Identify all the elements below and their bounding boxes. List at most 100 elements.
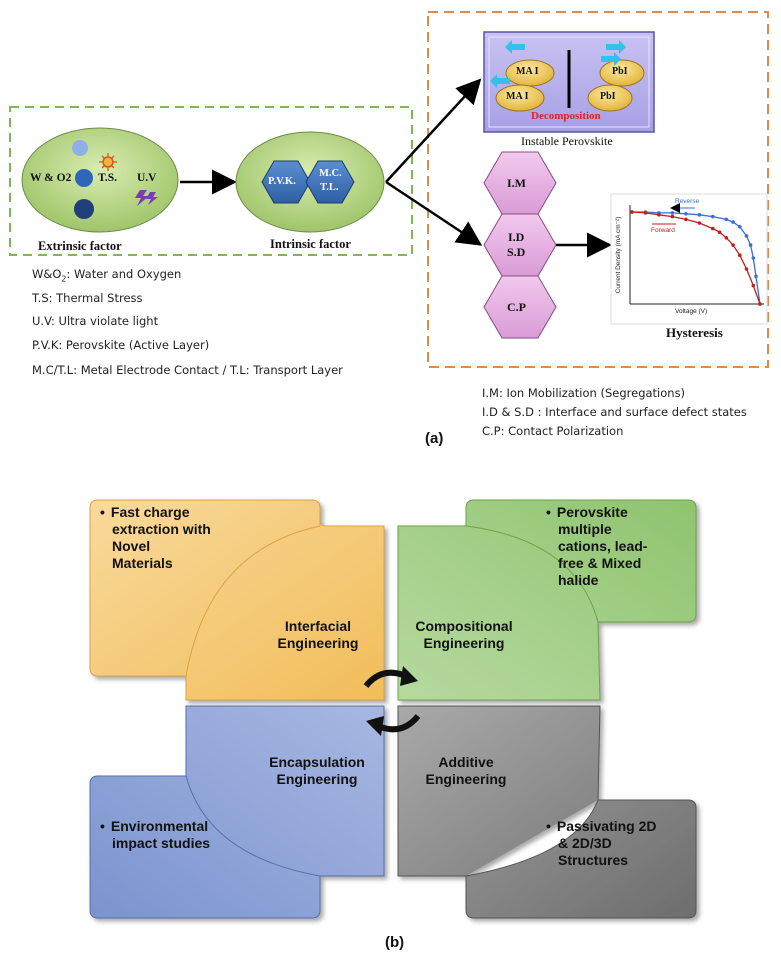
legend-wo2-sub: 2 <box>61 274 67 284</box>
pbi-bottom-label: PbI <box>600 91 616 102</box>
tr-line-2: multiple <box>558 521 612 537</box>
br-line-1: Passivating 2D <box>556 818 657 834</box>
top-right-quadrant <box>397 499 697 701</box>
additive-line-2: Engineering <box>425 771 507 787</box>
extrinsic-title: Extrinsic factor <box>38 239 122 253</box>
hysteresis-point-forward <box>697 221 702 225</box>
br-bullet: • <box>546 818 551 834</box>
mc-hexagon <box>305 160 355 204</box>
legend-cp: C.P: Contact Polarization <box>482 424 624 438</box>
hysteresis-point-forward <box>711 226 715 231</box>
bottom-left-quadrant <box>89 705 385 919</box>
hysteresis-point-reverse <box>748 243 753 247</box>
uv-label: U.V <box>137 172 157 184</box>
bottom-left-bullet-text: • Environmental impact studies <box>100 818 210 852</box>
panel-b-label: (b) <box>385 934 405 951</box>
hysteresis-title: Hysteresis <box>666 325 723 340</box>
perovskite-title: Instable Perovskite <box>521 134 613 148</box>
compositional-line-1: Compositional <box>415 618 513 634</box>
panel-b-graphics <box>89 499 697 919</box>
hysteresis-point-reverse <box>684 212 688 216</box>
water-dot-light <box>72 140 88 156</box>
hysteresis-point-forward <box>731 243 735 247</box>
cyan-left-arrow-mid-icon <box>490 74 510 88</box>
tr-line-3: cations, lead- <box>558 538 648 554</box>
top-right-bullet-text: • Perovskite multiple cations, lead- free… <box>546 504 647 589</box>
legend-wo2-prefix: W&O <box>32 267 62 281</box>
im-label: I.M <box>507 176 526 190</box>
top-left-quadrant <box>89 499 385 701</box>
hysteresis-point-reverse <box>751 256 756 260</box>
id-label: I.D <box>508 230 525 244</box>
pvk-label: P.V.K. <box>268 176 296 187</box>
interfacial-title: Interfacial Engineering <box>256 618 380 652</box>
bl-bullet: • <box>100 818 105 834</box>
tr-bullet: • <box>546 504 551 520</box>
legend-mc: M.C/T.L: Metal Electrode Contact / T.L: … <box>32 363 343 377</box>
pbi-bottom-ellipse <box>587 84 633 112</box>
hysteresis-point-reverse <box>711 214 715 219</box>
hysteresis-point-reverse <box>744 234 749 238</box>
mai-bottom-label: MA I <box>506 91 529 102</box>
tr-line-1: Perovskite <box>556 504 628 520</box>
bl-line-2: impact studies <box>112 835 211 851</box>
hysteresis-point-reverse <box>738 224 742 229</box>
hysteresis-point-reverse <box>731 220 735 224</box>
panel-a-label: (a) <box>425 430 444 447</box>
legend-pvk: P.V.K: Perovskite (Active Layer) <box>32 338 210 352</box>
legend-ts: T.S: Thermal Stress <box>32 291 143 305</box>
ts-label: T.S. <box>98 172 117 184</box>
cyan-left-arrow-top-icon <box>505 40 525 54</box>
tl-line-4: Materials <box>112 555 173 571</box>
tr-line-4: free & Mixed <box>558 555 642 571</box>
hysteresis-series-forward <box>631 211 761 305</box>
mechanism-dashed-box <box>427 11 769 368</box>
wo2-label: W & O2 <box>30 172 72 184</box>
hysteresis-plot-area <box>630 210 762 306</box>
legend-wo2: W&O2: Water and Oxygen <box>32 267 181 283</box>
legend-wo2-rest: : Water and Oxygen <box>66 267 182 281</box>
cp-hexagon <box>483 275 557 339</box>
cycle-arrowheads-icon <box>366 666 418 736</box>
br-line-2: & 2D/3D <box>558 835 612 851</box>
oxygen-dot-dark <box>74 199 94 219</box>
hysteresis-point-forward <box>724 236 729 240</box>
hysteresis-point-forward <box>758 302 762 306</box>
tl-line-2: extraction with <box>112 521 211 537</box>
hysteresis-point-reverse <box>754 274 758 279</box>
hysteresis-ylabel: Current Density (mA cm⁻²) <box>615 216 622 294</box>
intrinsic-title: Intrinsic factor <box>270 237 351 251</box>
encapsulation-line-1: Encapsulation <box>269 754 365 770</box>
cp-label: C.P <box>507 300 526 314</box>
bottom-right-quadrant <box>397 705 697 919</box>
mc-label-line2: T.L. <box>320 182 339 193</box>
mai-bottom-ellipse <box>495 84 545 112</box>
mc-label-line1: M.C. <box>319 168 342 179</box>
decomposition-label: Decomposition <box>531 110 601 122</box>
pbi-top-label: PbI <box>612 66 628 77</box>
tl-line-3: Novel <box>112 538 151 554</box>
tr-line-5: halide <box>558 572 599 588</box>
water-dot-mid <box>75 169 93 187</box>
sun-icon <box>99 153 117 171</box>
hysteresis-reverse-label: Reverse <box>675 198 700 205</box>
hysteresis-point-forward <box>657 213 661 217</box>
hysteresis-point-forward <box>630 210 634 214</box>
encapsulation-title: Encapsulation Engineering <box>252 754 382 788</box>
hysteresis-point-forward <box>684 217 688 222</box>
bl-line-1: Environmental <box>110 818 209 834</box>
hysteresis-point-reverse <box>697 213 702 217</box>
cyan-right-arrow-top-icon <box>606 40 626 54</box>
hysteresis-point-reverse <box>724 217 729 222</box>
hysteresis-point-reverse <box>670 211 675 215</box>
mai-top-label: MA I <box>516 66 539 77</box>
arrow-to-hexagons <box>385 180 483 246</box>
sd-label: S.D <box>507 245 526 259</box>
interfacial-line-1: Interfacial <box>284 618 352 634</box>
lightning-icon <box>135 190 158 206</box>
hysteresis-point-forward <box>643 211 648 215</box>
cyan-right-arrow-mid-icon <box>601 52 621 66</box>
additive-title: Additive Engineering <box>404 754 528 788</box>
hysteresis-point-forward <box>751 283 756 288</box>
legend-id: I.D & S.D : Interface and surface defect… <box>482 405 747 419</box>
